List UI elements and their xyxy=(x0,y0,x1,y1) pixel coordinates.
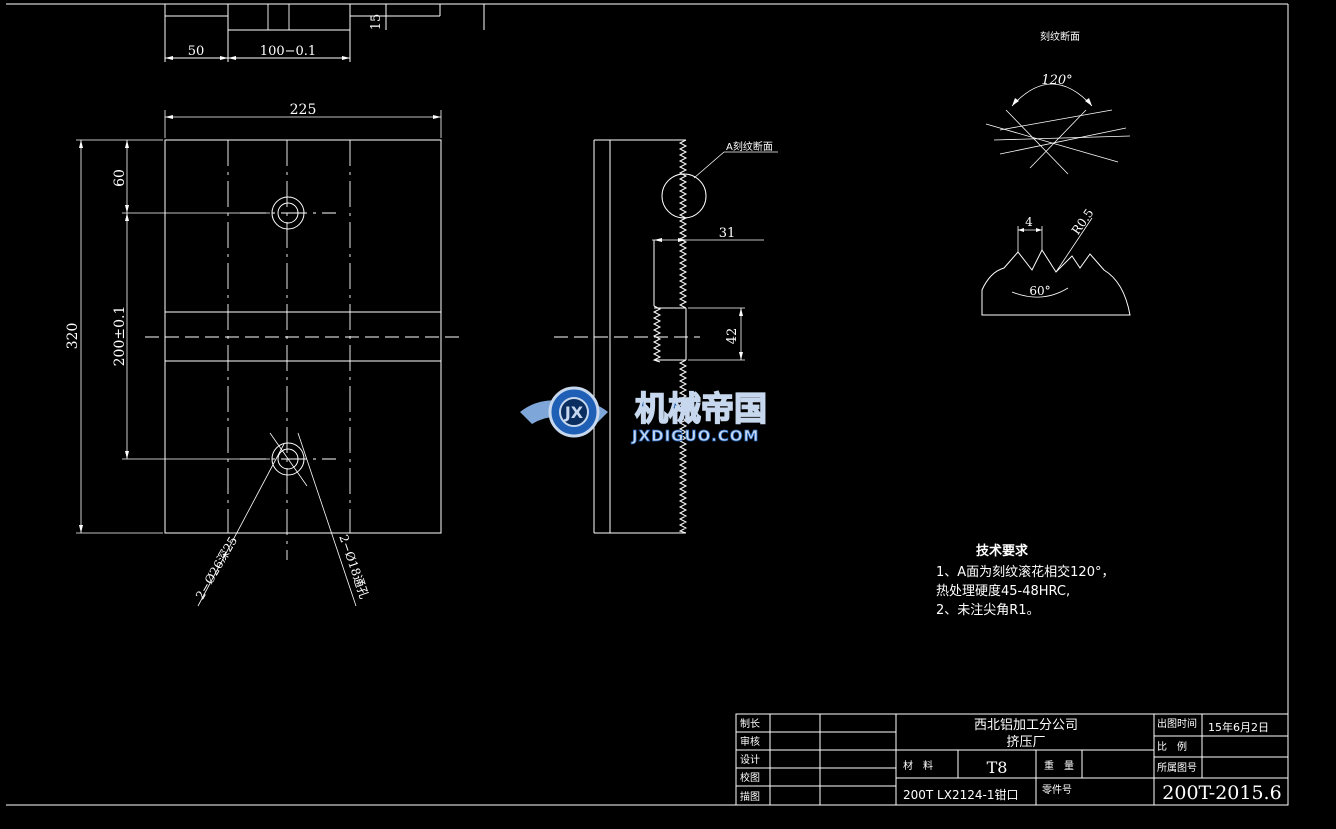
dim-320-label: 320 xyxy=(65,323,81,350)
tb-plant: 挤压厂 xyxy=(1006,735,1045,750)
section-a-label: A刻纹断面 xyxy=(726,140,773,153)
dim-200-label: 200±0.1 xyxy=(112,306,128,367)
svg-text:JX: JX xyxy=(564,403,584,422)
top-view-fragment: 50 100−0.1 15 xyxy=(164,4,485,62)
watermark-logo: JX 机械帝国 JXDIGUO.COM xyxy=(520,386,768,445)
tb-row3-label: 设计 xyxy=(740,753,760,766)
tb-company: 西北铝加工分公司 xyxy=(974,718,1078,733)
technical-requirements: 技术要求 1、A面为刻纹滚花相交120°， 热处理硬度45-48HRC, 2、未… xyxy=(936,543,1114,618)
section-a-circle xyxy=(661,173,707,219)
tb-material-label: 材 料 xyxy=(903,759,933,772)
dim-31-label: 31 xyxy=(719,226,736,241)
angle-120-label: 120° xyxy=(1041,73,1072,88)
dim-42-label: 42 xyxy=(725,328,740,345)
title-block: 制长 审核 设计 校图 描图 西北铝加工分公司 挤压厂 材 料 T8 重 量 2… xyxy=(735,713,1289,806)
hole-label-through: 2−Ø18通孔 xyxy=(336,533,371,601)
knurl-section-detail: 刻纹断面 120° 4 R0.5 60° xyxy=(981,30,1131,316)
tb-row1-label: 制长 xyxy=(740,717,760,730)
tb-date-label: 出图时间 xyxy=(1157,717,1197,730)
counterbore-hole-top xyxy=(271,196,305,230)
tech-req-line-2: 热处理硬度45-48HRC, xyxy=(936,583,1070,599)
tech-req-line-1: 1、A面为刻纹滚花相交120°， xyxy=(936,564,1114,580)
watermark-cn: 机械帝国 xyxy=(635,389,767,428)
counterbore-hole-bottom xyxy=(271,442,305,476)
dim-4-label: 4 xyxy=(1025,215,1033,229)
tb-drawing-no-label: 所属图号 xyxy=(1157,762,1197,774)
tb-part-no-label: 零件号 xyxy=(1042,784,1072,796)
side-view: A刻纹断面 31 42 xyxy=(554,139,778,534)
radius-label: R0.5 xyxy=(1069,206,1097,237)
watermark-en: JXDIGUO.COM xyxy=(631,427,759,445)
tb-material: T8 xyxy=(987,758,1008,777)
tb-row2-label: 审核 xyxy=(740,735,760,748)
tb-date: 15年6月2日 xyxy=(1208,720,1269,734)
tb-row5-label: 描图 xyxy=(740,790,760,803)
front-view: 225 320 60 200±0.1 2−Ø26深25 2−Ø18通孔 xyxy=(65,102,462,607)
tb-scale-label: 比 例 xyxy=(1157,740,1187,753)
tb-row4-label: 校图 xyxy=(740,771,760,784)
dim-60-label: 60 xyxy=(112,169,128,187)
hole-label-counterbore: 2−Ø26深25 xyxy=(193,534,240,602)
tb-drawing-no: 200T-2015.6 xyxy=(1162,782,1281,804)
gear-wings-logo-icon: JX xyxy=(520,386,608,438)
tech-req-title: 技术要求 xyxy=(976,543,1029,559)
angle-60-label: 60° xyxy=(1029,284,1050,298)
dim-225-label: 225 xyxy=(290,102,317,118)
detail-title: 刻纹断面 xyxy=(1040,30,1080,43)
tech-req-line-3: 2、未注尖角R1。 xyxy=(936,603,1040,618)
dim-50-label: 50 xyxy=(188,44,205,59)
tb-part-name: 200T LX2124-1钳口 xyxy=(903,788,1018,802)
dim-15-label: 15 xyxy=(369,14,384,31)
dim-100-label: 100−0.1 xyxy=(260,44,316,59)
tb-weight-label: 重 量 xyxy=(1044,759,1074,772)
